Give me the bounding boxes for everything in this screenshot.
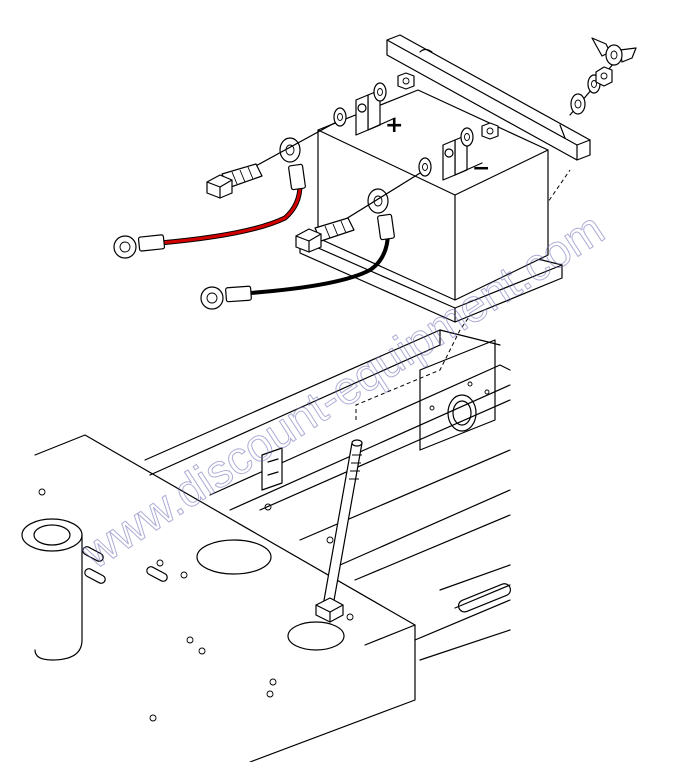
ring-terminal-icon — [200, 286, 224, 310]
hex-nut-icon — [397, 72, 415, 90]
ring-terminal-icon — [279, 137, 301, 163]
battery — [317, 89, 549, 301]
hold-down-bracket — [386, 34, 591, 161]
negative-cable — [200, 188, 395, 310]
alignment-dash-line — [355, 169, 571, 420]
positive-terminal: + — [355, 72, 415, 138]
ring-terminal-icon — [367, 188, 389, 214]
flat-washer-icon — [570, 93, 586, 115]
hex-nut-icon — [481, 122, 499, 140]
negative-bolt — [295, 157, 432, 253]
positive-terminal-symbol: + — [385, 113, 403, 138]
negative-terminal: − — [442, 122, 499, 181]
ring-terminal-icon — [113, 235, 137, 259]
hardware-stack — [569, 37, 637, 116]
j-bolt — [315, 439, 363, 623]
wing-nut-icon — [591, 37, 637, 66]
hex-nut-icon — [595, 66, 613, 87]
negative-terminal-symbol: − — [472, 156, 490, 181]
positive-cable — [113, 137, 306, 259]
positive-bolt — [206, 107, 347, 199]
chassis-frame — [21, 329, 511, 762]
